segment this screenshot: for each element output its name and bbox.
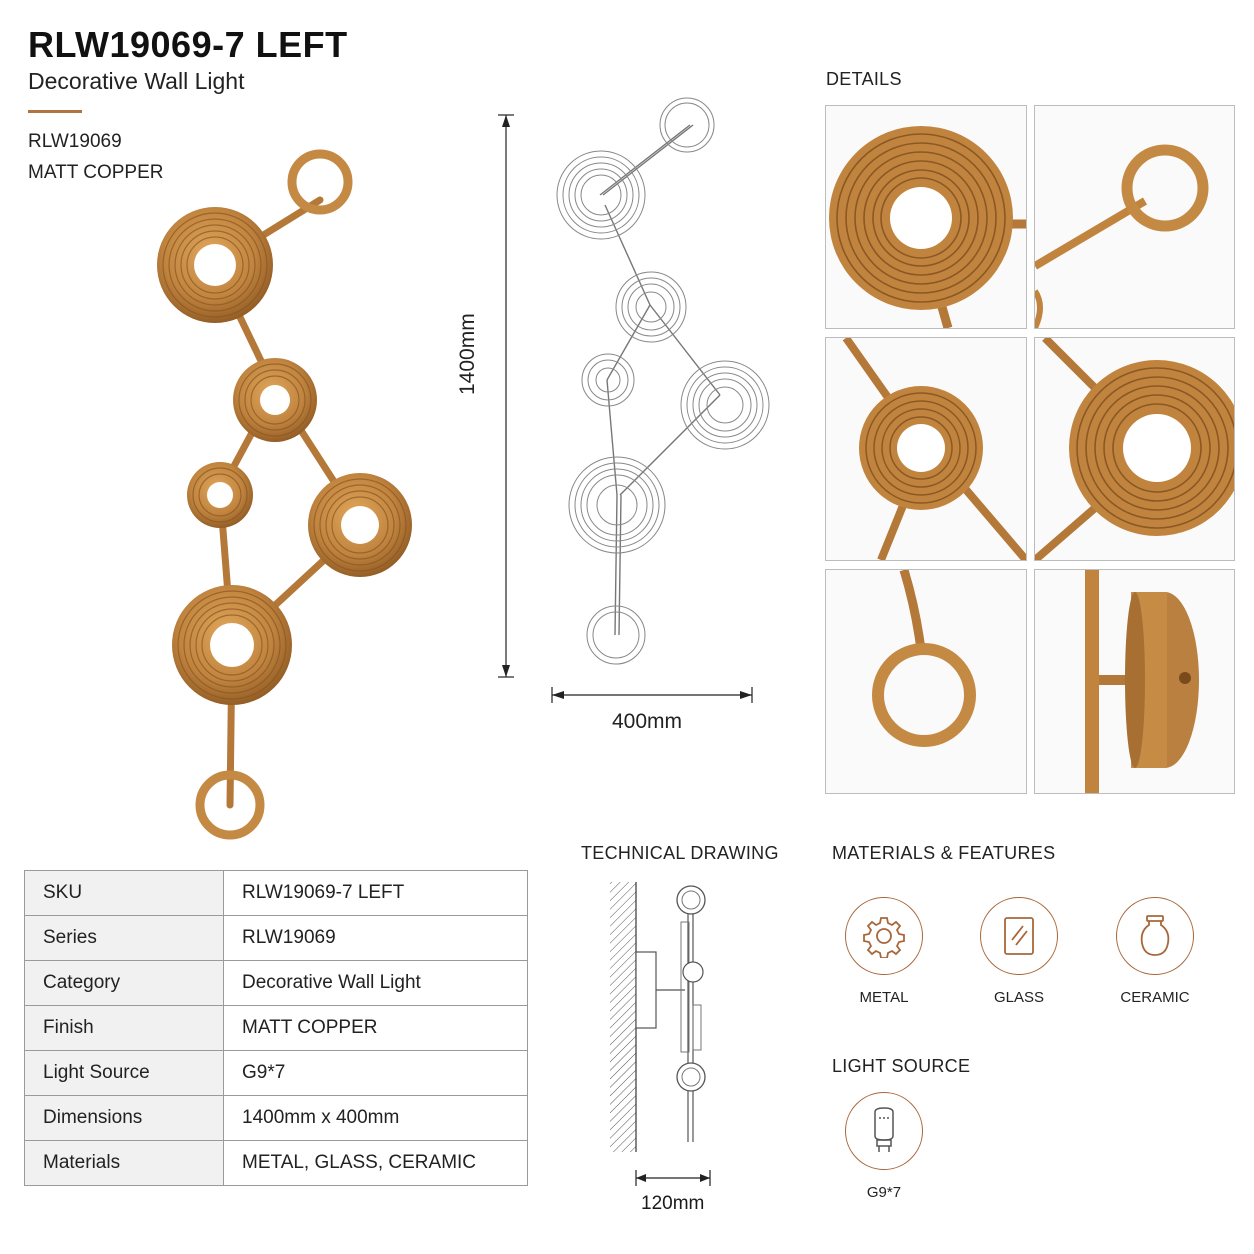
light-source-label: G9*7: [866, 1184, 902, 1201]
depth-dimension-line: [635, 1170, 711, 1186]
material-ceramic: [1116, 897, 1194, 975]
spec-value: G9*7: [223, 1050, 528, 1096]
detail-bottom-ring: [825, 569, 1027, 794]
spec-key: SKU: [24, 870, 224, 916]
product-title: RLW19069-7 LEFT: [28, 24, 348, 65]
detail-wall-mount: [1034, 569, 1235, 794]
height-dimension-label: 1400mm: [456, 313, 479, 395]
spec-value: MATT COPPER: [223, 1005, 528, 1051]
accent-divider: [28, 110, 82, 113]
height-dimension-line: [498, 114, 514, 678]
spec-key: Category: [24, 960, 224, 1006]
spec-value: RLW19069-7 LEFT: [223, 870, 528, 916]
details-heading: DETAILS: [826, 69, 902, 89]
width-dimension-line: [551, 687, 753, 703]
detail-large-disc: [825, 105, 1027, 329]
glass-pane-icon: [1004, 917, 1034, 955]
g9-bulb-icon: [874, 1107, 894, 1152]
depth-dimension-label: 120mm: [641, 1193, 705, 1214]
spec-key: Dimensions: [24, 1095, 224, 1141]
light-source-heading: LIGHT SOURCE: [832, 1056, 971, 1076]
outline-drawing: [556, 97, 770, 665]
finish-name: MATT COPPER: [28, 162, 164, 183]
material-label: METAL: [859, 989, 909, 1006]
spec-key: Light Source: [24, 1050, 224, 1096]
material-glass: [980, 897, 1058, 975]
product-photo: [157, 149, 412, 840]
width-dimension-label: 400mm: [612, 710, 683, 733]
detail-medium-disc: [825, 337, 1027, 561]
spec-key: Finish: [24, 1005, 224, 1051]
detail-small-ring: [1034, 105, 1235, 329]
technical-drawing-heading: TECHNICAL DRAWING: [581, 843, 779, 863]
spec-value: Decorative Wall Light: [223, 960, 528, 1006]
spec-key: Series: [24, 915, 224, 961]
series-code: RLW19069: [28, 131, 122, 152]
product-subtitle: Decorative Wall Light: [28, 68, 245, 94]
spec-value: METAL, GLASS, CERAMIC: [223, 1140, 528, 1186]
gear-icon: [863, 917, 905, 958]
materials-heading: MATERIALS & FEATURES: [832, 843, 1056, 863]
spec-key: Materials: [24, 1140, 224, 1186]
spec-value: RLW19069: [223, 915, 528, 961]
material-metal: [845, 897, 923, 975]
detail-ringed-disc: [1034, 337, 1235, 561]
light-source-badge: [845, 1092, 923, 1170]
material-label: CERAMIC: [1120, 989, 1190, 1006]
side-elevation-drawing: [610, 882, 706, 1152]
vase-icon: [1140, 915, 1170, 956]
spec-value: 1400mm x 400mm: [223, 1095, 528, 1141]
material-label: GLASS: [993, 989, 1045, 1006]
